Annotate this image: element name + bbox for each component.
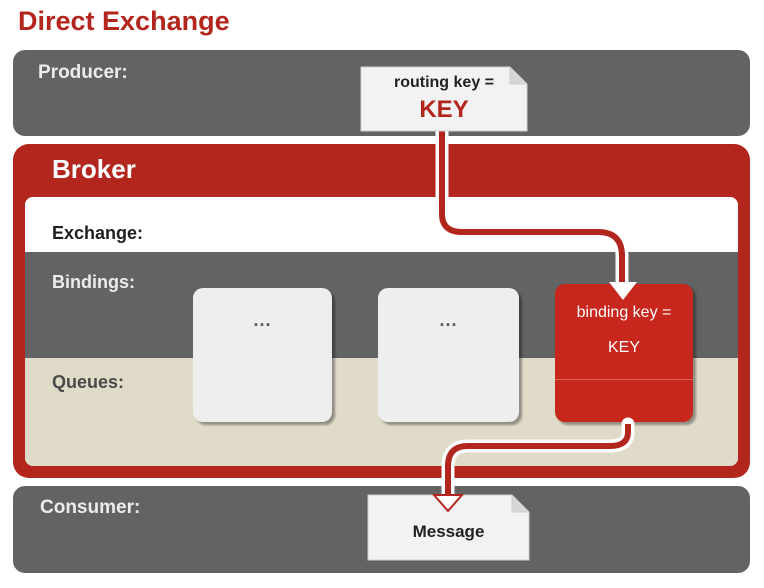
broker-label: Broker: [52, 154, 136, 184]
queues-label: Queues:: [52, 372, 125, 392]
message-note: Message: [367, 494, 530, 561]
document-icon: [360, 66, 528, 132]
document-icon: [367, 494, 530, 561]
exchange-label: Exchange:: [52, 223, 144, 243]
binding-queue-divider: [555, 379, 693, 380]
binding-card: ...: [193, 288, 332, 422]
binding-key-label: binding key =: [576, 304, 672, 321]
routing-key-label: routing key =: [393, 74, 495, 91]
binding-key-value: KEY: [607, 339, 640, 356]
routing-key-note: routing key = KEY: [360, 66, 528, 132]
consumer-label: Consumer:: [40, 497, 141, 518]
message-label: Message: [412, 522, 485, 541]
binding-card-matching: binding key = KEY: [555, 284, 693, 422]
diagram-title: Direct Exchange: [18, 6, 230, 36]
producer-label: Producer:: [38, 62, 128, 83]
bindings-label: Bindings:: [52, 272, 135, 292]
binding-placeholder-text: ...: [253, 310, 272, 330]
binding-card: ...: [378, 288, 519, 422]
binding-placeholder-text: ...: [439, 310, 458, 330]
routing-key-value: KEY: [419, 96, 469, 123]
